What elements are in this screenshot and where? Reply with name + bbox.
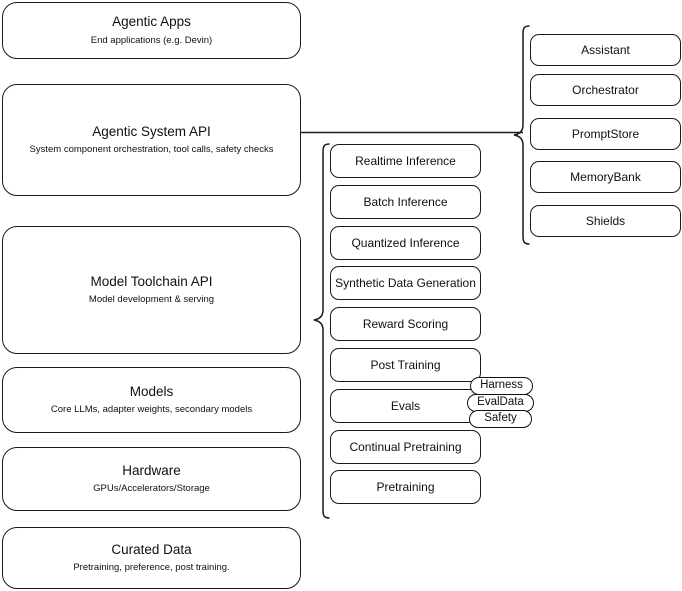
toolchain-box-batch-inference[interactable]: Batch Inference xyxy=(330,185,481,219)
component-label: PromptStore xyxy=(571,126,640,141)
toolchain-box-post-training[interactable]: Post Training xyxy=(330,348,481,382)
toolchain-box-pretraining[interactable]: Pretraining xyxy=(330,470,481,504)
toolchain-box-realtime-inference[interactable]: Realtime Inference xyxy=(330,144,481,178)
toolchain-box-continual-pretraining[interactable]: Continual Pretraining xyxy=(330,430,481,464)
brace-toolchain-capabilities xyxy=(312,142,332,520)
component-box-orchestrator[interactable]: Orchestrator xyxy=(530,74,681,106)
toolchain-box-quantized-inference[interactable]: Quantized Inference xyxy=(330,226,481,260)
component-label: Orchestrator xyxy=(572,82,639,97)
layer-box-models[interactable]: Models Core LLMs, adapter weights, secon… xyxy=(2,367,301,433)
component-box-assistant[interactable]: Assistant xyxy=(530,34,681,66)
layer-subtitle: End applications (e.g. Devin) xyxy=(90,34,213,46)
toolchain-box-evals[interactable]: Evals xyxy=(330,389,481,423)
layer-box-curated-data[interactable]: Curated Data Pretraining, preference, po… xyxy=(2,527,301,589)
layer-box-agentic-apps[interactable]: Agentic Apps End applications (e.g. Devi… xyxy=(2,2,301,59)
layer-title: Curated Data xyxy=(111,541,192,557)
toolchain-label: Batch Inference xyxy=(363,194,448,209)
layer-box-hardware[interactable]: Hardware GPUs/Accelerators/Storage xyxy=(2,447,301,511)
layer-subtitle: Pretraining, preference, post training. xyxy=(73,562,230,574)
component-label: Shields xyxy=(585,213,626,228)
toolchain-label: Continual Pretraining xyxy=(349,439,462,454)
toolchain-label: Pretraining xyxy=(376,479,435,494)
layer-box-agentic-system-api[interactable]: Agentic System API System component orch… xyxy=(2,84,301,196)
toolchain-label: Post Training xyxy=(370,357,441,372)
toolchain-label: Synthetic Data Generation xyxy=(335,275,476,290)
component-box-shields[interactable]: Shields xyxy=(530,205,681,237)
layer-subtitle: System component orchestration, tool cal… xyxy=(29,144,274,156)
layer-box-model-toolchain-api[interactable]: Model Toolchain API Model development & … xyxy=(2,226,301,354)
evals-tag-label: Harness xyxy=(480,379,523,392)
component-label: Assistant xyxy=(581,42,630,57)
layer-title: Agentic Apps xyxy=(112,14,191,30)
evals-tag-label: Safety xyxy=(484,412,517,425)
layer-title: Agentic System API xyxy=(92,123,211,139)
evals-tag-harness[interactable]: Harness xyxy=(470,377,533,395)
layer-subtitle: GPUs/Accelerators/Storage xyxy=(93,483,210,495)
toolchain-label: Quantized Inference xyxy=(351,235,460,250)
layer-subtitle: Model development & serving xyxy=(88,294,215,306)
evals-tag-label: EvalData xyxy=(477,396,524,409)
toolchain-label: Reward Scoring xyxy=(362,316,449,331)
component-box-promptstore[interactable]: PromptStore xyxy=(530,118,681,150)
toolchain-label: Evals xyxy=(390,398,421,413)
layer-subtitle: Core LLMs, adapter weights, secondary mo… xyxy=(50,404,253,416)
brace-system-components xyxy=(512,24,532,246)
layer-title: Models xyxy=(129,383,174,399)
toolchain-box-synthetic-data-generation[interactable]: Synthetic Data Generation xyxy=(330,266,481,300)
layer-title: Hardware xyxy=(122,462,181,478)
toolchain-label: Realtime Inference xyxy=(355,153,456,168)
component-label: MemoryBank xyxy=(570,169,641,184)
evals-tag-safety[interactable]: Safety xyxy=(469,410,532,428)
connector-system-api-to-components xyxy=(300,126,526,140)
layer-title: Model Toolchain API xyxy=(90,273,213,289)
component-box-memorybank[interactable]: MemoryBank xyxy=(530,161,681,193)
toolchain-box-reward-scoring[interactable]: Reward Scoring xyxy=(330,307,481,341)
